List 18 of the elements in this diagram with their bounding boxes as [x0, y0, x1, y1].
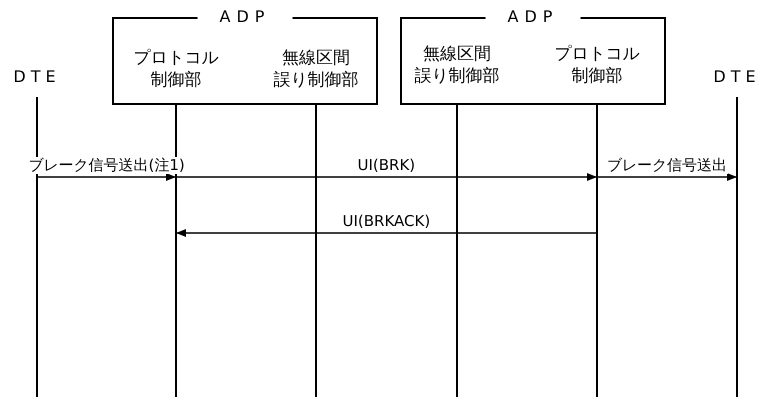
message-arrow: [176, 229, 596, 237]
message-arrow: [598, 173, 737, 181]
lifeline: [596, 105, 598, 397]
component-label: 無線区間誤り制御部: [264, 47, 368, 91]
message-arrow: [177, 173, 597, 181]
message-label: ブレーク信号送出: [606, 157, 728, 174]
lifeline: [175, 105, 177, 397]
component-label: プロトコル制御部: [128, 47, 224, 91]
participant-label: DTE: [707, 66, 760, 88]
message-label: UI(BRK): [356, 157, 416, 174]
message-label: UI(BRKACK): [342, 213, 432, 230]
message-arrow: [38, 173, 176, 181]
lifeline: [36, 97, 38, 397]
message-label: ブレーク信号送出(注1): [28, 157, 186, 174]
component-label: プロトコル制御部: [549, 43, 645, 87]
component-label: 無線区間誤り制御部: [405, 43, 509, 87]
lifeline: [736, 97, 738, 397]
participant-label: DTE: [7, 66, 67, 88]
